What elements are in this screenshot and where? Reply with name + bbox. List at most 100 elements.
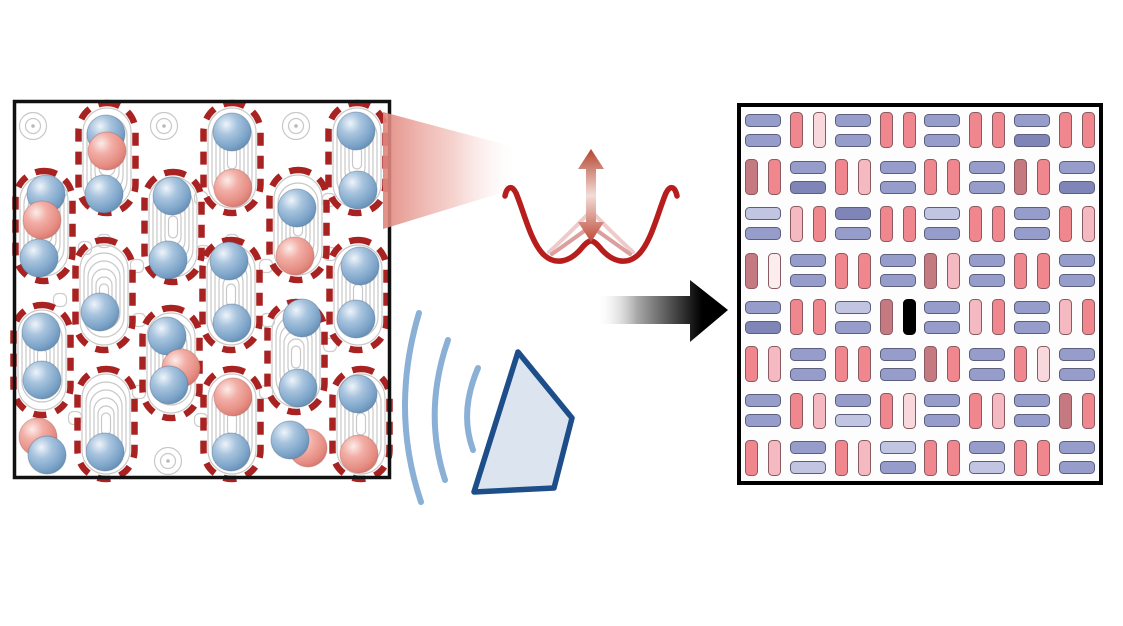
horizontal-dimer-block [741,388,786,435]
lattice-circle-contour [281,111,311,141]
blue-atom-sphere [211,432,251,472]
dimer-bar [745,300,782,314]
dimer-bar [1058,367,1095,381]
dimer-bar [947,346,961,383]
dimer-bar [857,159,871,196]
horizontal-dimer-block [786,434,831,481]
well-contour [273,174,323,276]
well-contour [83,252,125,338]
dimer-bar [745,346,759,383]
well-contour [290,345,302,369]
dimer-bar [790,160,827,174]
vertical-dimer-block [875,107,920,154]
dimer-bar [969,392,983,429]
well-contour [100,412,112,436]
dimer-outline [199,236,263,354]
dimer-bar [745,133,782,147]
lattice-circle-contour [24,117,42,135]
dimer-outline [141,168,205,286]
dimer-grid-panel [737,103,1103,485]
horizontal-dimer-block [920,294,965,341]
vertical-dimer-block [965,294,1010,341]
red-atom-sphere [22,200,62,240]
dimer-bar [969,180,1006,194]
flow-arrow-icon [598,280,728,342]
blue-atom-sphere [148,240,188,280]
dimer-bar [947,439,961,476]
blue-atom-sphere [21,312,61,352]
red-atom-sphere [213,377,253,417]
dimer-bar [1058,254,1095,268]
well-contour [207,107,257,209]
vertical-dimer-block [786,294,831,341]
horizontal-dimer-block [965,154,1010,201]
dimer-bar [834,346,848,383]
dimer-bar [790,347,827,361]
well-contour [81,373,131,475]
blue-atom-sphere [270,420,310,460]
horizontal-dimer-block [786,154,831,201]
dimer-bar [1058,441,1095,455]
horizontal-dimer-block [965,434,1010,481]
dimer-bar [879,254,916,268]
dimer-bar [924,346,938,383]
vertical-dimer-block [831,154,876,201]
lattice-blob-contour [322,337,338,353]
blue-atom-sphere [338,170,378,210]
well-contour [79,244,129,346]
dimer-bar [857,346,871,383]
dimer-bar [834,394,871,408]
vertical-dimer-block [831,434,876,481]
dimer-bar [992,112,1006,149]
dimer-bar [1036,159,1050,196]
vertical-dimer-block [831,247,876,294]
horizontal-dimer-block [831,388,876,435]
blue-atom-sphere [282,298,322,338]
well-contour [355,412,367,436]
dimer-bar [790,392,804,429]
lattice-dot [166,459,170,463]
dimer-bar [1013,346,1027,383]
dimer-bar [768,252,782,289]
dimer-bar [1058,299,1072,336]
dimer-bar [924,159,938,196]
horizontal-dimer-block [786,247,831,294]
dimer-bar [1058,180,1095,194]
dimer-bar [969,461,1006,475]
dimer-bar [1013,227,1050,241]
dimer-bar [924,252,938,289]
sound-wave-arc [464,365,481,453]
blue-atom-sphere [336,299,376,339]
dimer-bar [879,367,916,381]
dimer-bar [992,205,1006,242]
dimer-bar [1013,207,1050,221]
blue-atom-sphere [152,176,192,216]
dimer-bar [834,113,871,127]
dimer-bar [745,439,759,476]
dimer-bar [969,367,1006,381]
dimer-bar [1013,252,1027,289]
dimer-bar [947,159,961,196]
vertical-dimer-block [920,434,965,481]
vertical-dimer-block [875,388,920,435]
well-contour [207,373,257,475]
dimer-bar [879,347,916,361]
lattice-circle-contour [18,111,48,141]
dimer-bar [745,394,782,408]
blue-atom-sphere [149,365,189,405]
dimer-bar [879,180,916,194]
dimer-outline [266,166,330,284]
vertical-dimer-block [1010,341,1055,388]
vertical-dimer-block [741,434,786,481]
horizontal-dimer-block [831,201,876,248]
dimer-bar [768,439,782,476]
dimer-bar [813,205,827,242]
dimer-bar [834,414,871,428]
dimer-bar [924,133,961,147]
horizontal-dimer-block [875,434,920,481]
dimer-bar [924,113,961,127]
dimer-bar [1013,439,1027,476]
horizontal-dimer-block [920,388,965,435]
vertical-dimer-block [875,201,920,248]
